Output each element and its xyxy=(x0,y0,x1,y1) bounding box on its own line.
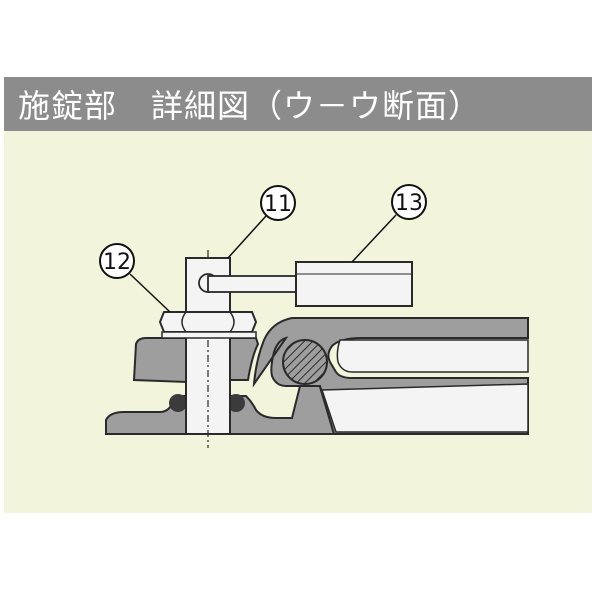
lid-lower-face xyxy=(320,383,529,433)
washer xyxy=(161,331,257,339)
callout-12-circle xyxy=(99,243,135,279)
callout-13-leader xyxy=(351,214,397,263)
callout-12-leader xyxy=(129,273,171,313)
callout-11-label: 11 xyxy=(264,192,292,217)
title-detail: 詳細図（ウ－ウ断面） xyxy=(151,87,482,125)
upper-bracket-left xyxy=(132,337,187,384)
callout-12-label: 12 xyxy=(103,250,131,275)
callout-11-circle xyxy=(260,185,296,221)
rubber-seal xyxy=(282,339,328,385)
upper-bracket-right xyxy=(229,337,260,381)
title-main: 施錠部 xyxy=(18,87,118,125)
lid-channel xyxy=(336,339,529,373)
title-bar: 施錠部 詳細図（ウ－ウ断面） xyxy=(4,77,592,131)
base-frame-right xyxy=(229,378,336,435)
padlock-13 xyxy=(295,261,413,307)
nut-12 xyxy=(158,311,258,333)
callout-13-circle xyxy=(391,184,427,220)
callout-11-leader xyxy=(227,215,267,259)
callout-13-label: 13 xyxy=(395,191,423,216)
gasket-left xyxy=(169,394,187,412)
shackle-rod xyxy=(207,275,299,293)
gasket-right xyxy=(227,394,245,412)
